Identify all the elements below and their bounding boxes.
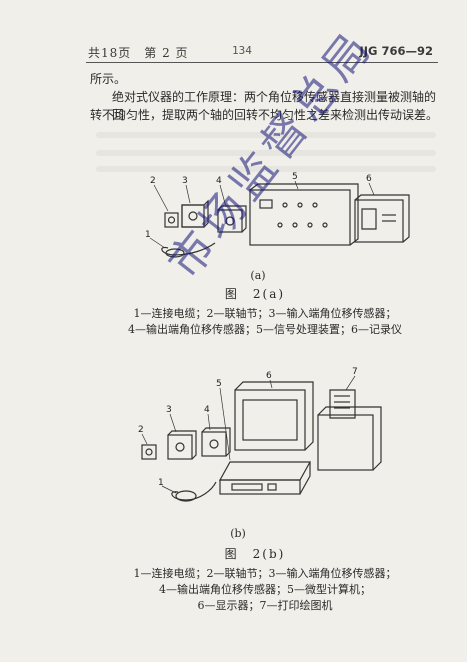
page-count: 共18页 第 2 页: [88, 46, 189, 60]
page-number: 134: [232, 44, 252, 57]
header-rule: [86, 62, 438, 63]
figure-b-legend-1: 1—连接电缆；2—联轴节；3—输入端角位移传感器；: [133, 567, 397, 580]
output-sensor-icon: [217, 209, 243, 233]
signal-processor-icon: [249, 189, 351, 246]
figure-a-title: 图 2(a): [224, 287, 286, 301]
figure-b-sublabel: (b): [230, 527, 246, 540]
figure-a-diagram: 1 2 3 4 5 6: [145, 172, 410, 258]
monitor-icon: [234, 389, 306, 451]
label-2: 2: [138, 425, 144, 435]
input-sensor-icon: [181, 204, 205, 228]
label-4: 4: [204, 405, 210, 415]
printer-plotter-icon: [317, 414, 374, 471]
label-6: 6: [266, 371, 272, 381]
bleed-through: [96, 150, 436, 156]
label-3: 3: [182, 176, 188, 186]
label-3: 3: [166, 405, 172, 415]
standard-code: JJG 766—92: [359, 44, 433, 58]
figure-a-sublabel: (a): [250, 269, 266, 282]
figure-b-diagram: 1 2 3 4 5 6 7: [138, 367, 382, 502]
output-sensor-icon: [201, 431, 227, 457]
label-4: 4: [216, 176, 222, 186]
figure-b-legend-2: 4—输出端角位移传感器；5—微型计算机；: [159, 583, 371, 596]
label-6: 6: [366, 174, 372, 184]
label-1: 1: [158, 478, 164, 488]
cable-icon: [171, 481, 217, 501]
label-5: 5: [292, 172, 298, 182]
body-line-2: 绝对式仪器的工作原理：两个角位移传感器直接测量被测轴的回: [112, 90, 437, 122]
coupling-icon: [164, 212, 179, 228]
label-5: 5: [216, 379, 222, 389]
bleed-through: [96, 132, 436, 138]
figure-b-legend-3: 6—显示器；7—打印绘图机: [197, 599, 333, 612]
figure-a-legend-2: 4—输出端角位移传感器；5—信号处理装置；6—记录仪: [128, 323, 402, 336]
computer-icon: [218, 461, 312, 481]
recorder-icon: [354, 199, 404, 243]
body-line-1: 所示。: [90, 72, 127, 86]
label-2: 2: [150, 176, 156, 186]
figure-b-title: 图 2(b): [224, 547, 286, 561]
input-sensor-icon: [167, 434, 193, 460]
coupling-icon: [141, 444, 157, 460]
body-line-3: 转不均匀性，提取两个轴的回转不均匀性之差来检测出传动误差。: [90, 108, 439, 122]
figure-a-legend-1: 1—连接电缆；2—联轴节；3—输入端角位移传感器；: [133, 307, 397, 320]
cable-icon: [161, 242, 216, 256]
bleed-through: [96, 166, 436, 172]
label-1: 1: [145, 230, 151, 240]
label-7: 7: [352, 367, 358, 377]
